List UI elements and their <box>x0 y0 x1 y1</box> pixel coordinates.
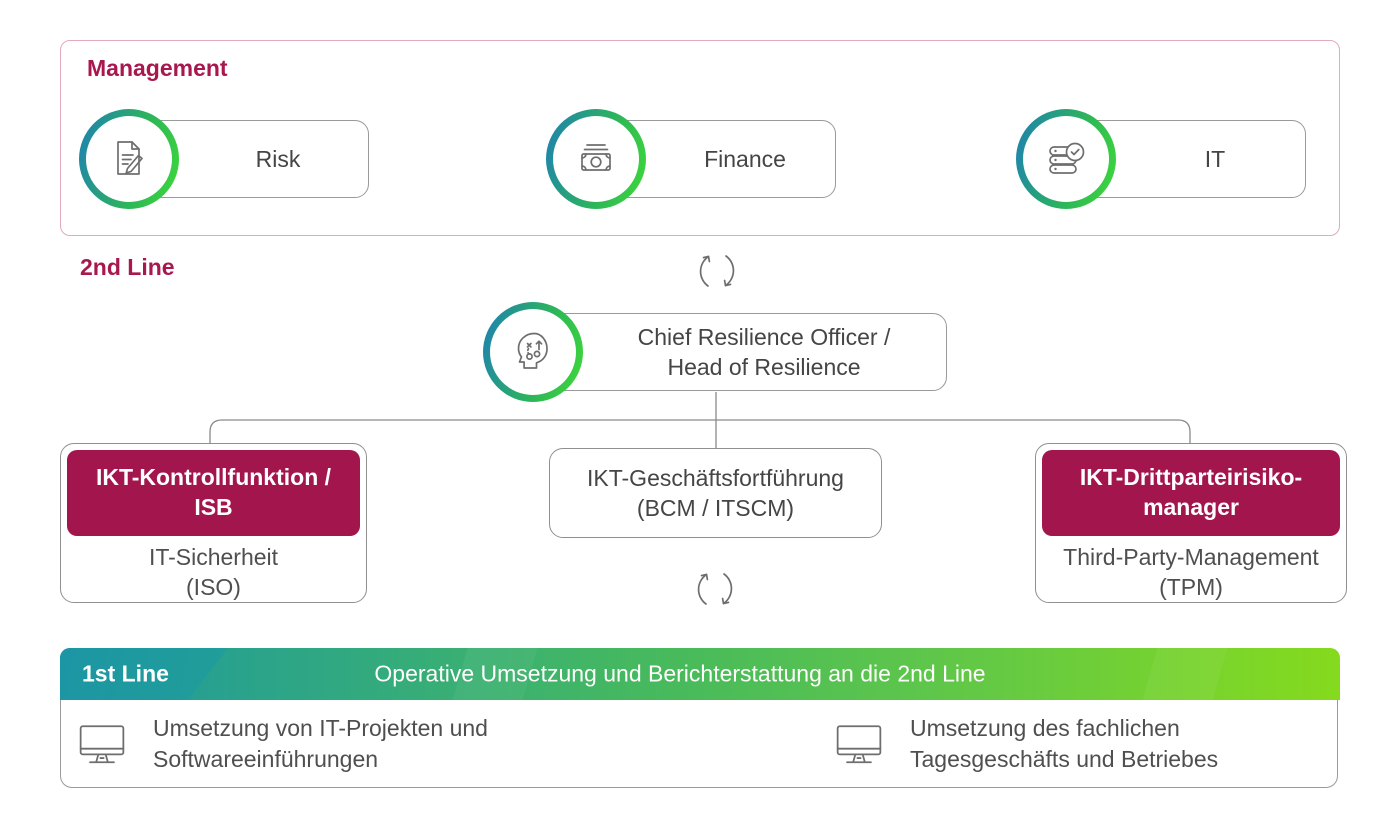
role-finance-label: Finance <box>704 145 786 172</box>
cro-circle <box>483 302 583 402</box>
ikt-kontrollfunktion-box: IKT-Kontrollfunktion / ISB IT-Sicherheit… <box>60 443 367 603</box>
first-line-item-2-text: Umsetzung des fachlichen Tagesgeschäfts … <box>910 713 1218 774</box>
ikt-geschaeftsfortfuehrung-box: IKT-Geschäftsfortführung (BCM / ITSCM) <box>549 448 882 538</box>
circle-fill <box>553 116 639 202</box>
middle-line1: IKT-Geschäftsfortführung <box>587 464 844 491</box>
head-strategy-icon <box>517 332 548 369</box>
item-line2: Softwareeinführungen <box>153 745 379 772</box>
role-risk-label: Risk <box>255 145 301 172</box>
ikt-drittparteirisiko-box: IKT-Drittparteirisiko- manager Third-Par… <box>1035 443 1347 603</box>
sync-arrows-icon <box>697 573 733 605</box>
first-line-label: 1st Line <box>82 660 169 687</box>
ikt-drittparteirisiko-header: IKT-Drittparteirisiko- manager <box>1042 450 1340 536</box>
first-line-item-2: Umsetzung des fachlichen Tagesgeschäfts … <box>834 700 1218 787</box>
first-line-banner: 1st Line Operative Umsetzung und Bericht… <box>60 648 1340 700</box>
first-line-content-box: Umsetzung von IT-Projekten und Softwaree… <box>60 700 1338 788</box>
first-line-item-1-text: Umsetzung von IT-Projekten und Softwaree… <box>153 713 488 774</box>
ikt-kontrollfunktion-header: IKT-Kontrollfunktion / ISB <box>67 450 360 536</box>
ikt-kontrollfunktion-sub: IT-Sicherheit (ISO) <box>51 543 376 603</box>
item-line2: Tagesgeschäfts und Betriebes <box>910 745 1219 772</box>
header-line1: IKT-Kontrollfunktion / <box>95 464 332 491</box>
banknote-icon <box>581 144 611 171</box>
item-line1: Umsetzung des fachlichen <box>910 715 1180 742</box>
sub-line2: (TPM) <box>1159 573 1223 600</box>
role-finance-circle <box>546 109 646 209</box>
management-label: Management <box>87 55 228 81</box>
role-finance: Finance <box>546 109 836 209</box>
role-it: IT <box>1016 109 1306 209</box>
header-line2: ISB <box>194 494 233 520</box>
item-line1: Umsetzung von IT-Projekten und <box>153 715 488 742</box>
circle-fill <box>1023 116 1109 202</box>
role-risk: Risk <box>79 109 369 209</box>
monitor-icon <box>79 724 125 763</box>
sync-arrows-icon <box>699 255 735 287</box>
document-edit-icon <box>117 141 143 175</box>
sub-line2: (ISO) <box>186 573 241 600</box>
server-check-icon <box>1049 142 1085 174</box>
middle-line2: (BCM / ITSCM) <box>636 495 795 521</box>
circle-fill <box>490 309 576 395</box>
second-line-label: 2nd Line <box>80 254 175 280</box>
role-risk-circle <box>79 109 179 209</box>
cro-title-line2: Head of Resilience <box>667 354 861 380</box>
sub-line1: IT-Sicherheit <box>148 544 279 570</box>
cro-title-line1: Chief Resilience Officer / <box>637 323 891 350</box>
monitor-icon <box>836 724 882 763</box>
first-line-item-1: Umsetzung von IT-Projekten und Softwaree… <box>77 700 488 787</box>
role-it-label: IT <box>1204 145 1226 172</box>
chief-resilience-officer: Chief Resilience Officer / Head of Resil… <box>483 302 947 402</box>
chief-resilience-officer-pill: Chief Resilience Officer / Head of Resil… <box>533 313 947 391</box>
management-section: Management Risk Finance <box>60 40 1340 236</box>
ikt-drittparteirisiko-sub: Third-Party-Management (TPM) <box>1026 543 1356 603</box>
role-it-circle <box>1016 109 1116 209</box>
first-line-banner-text: Operative Umsetzung und Berichterstattun… <box>374 660 986 687</box>
header-line2: manager <box>1143 494 1239 520</box>
header-line1: IKT-Drittparteirisiko- <box>1079 464 1303 491</box>
sub-line1: Third-Party-Management <box>1063 544 1319 570</box>
